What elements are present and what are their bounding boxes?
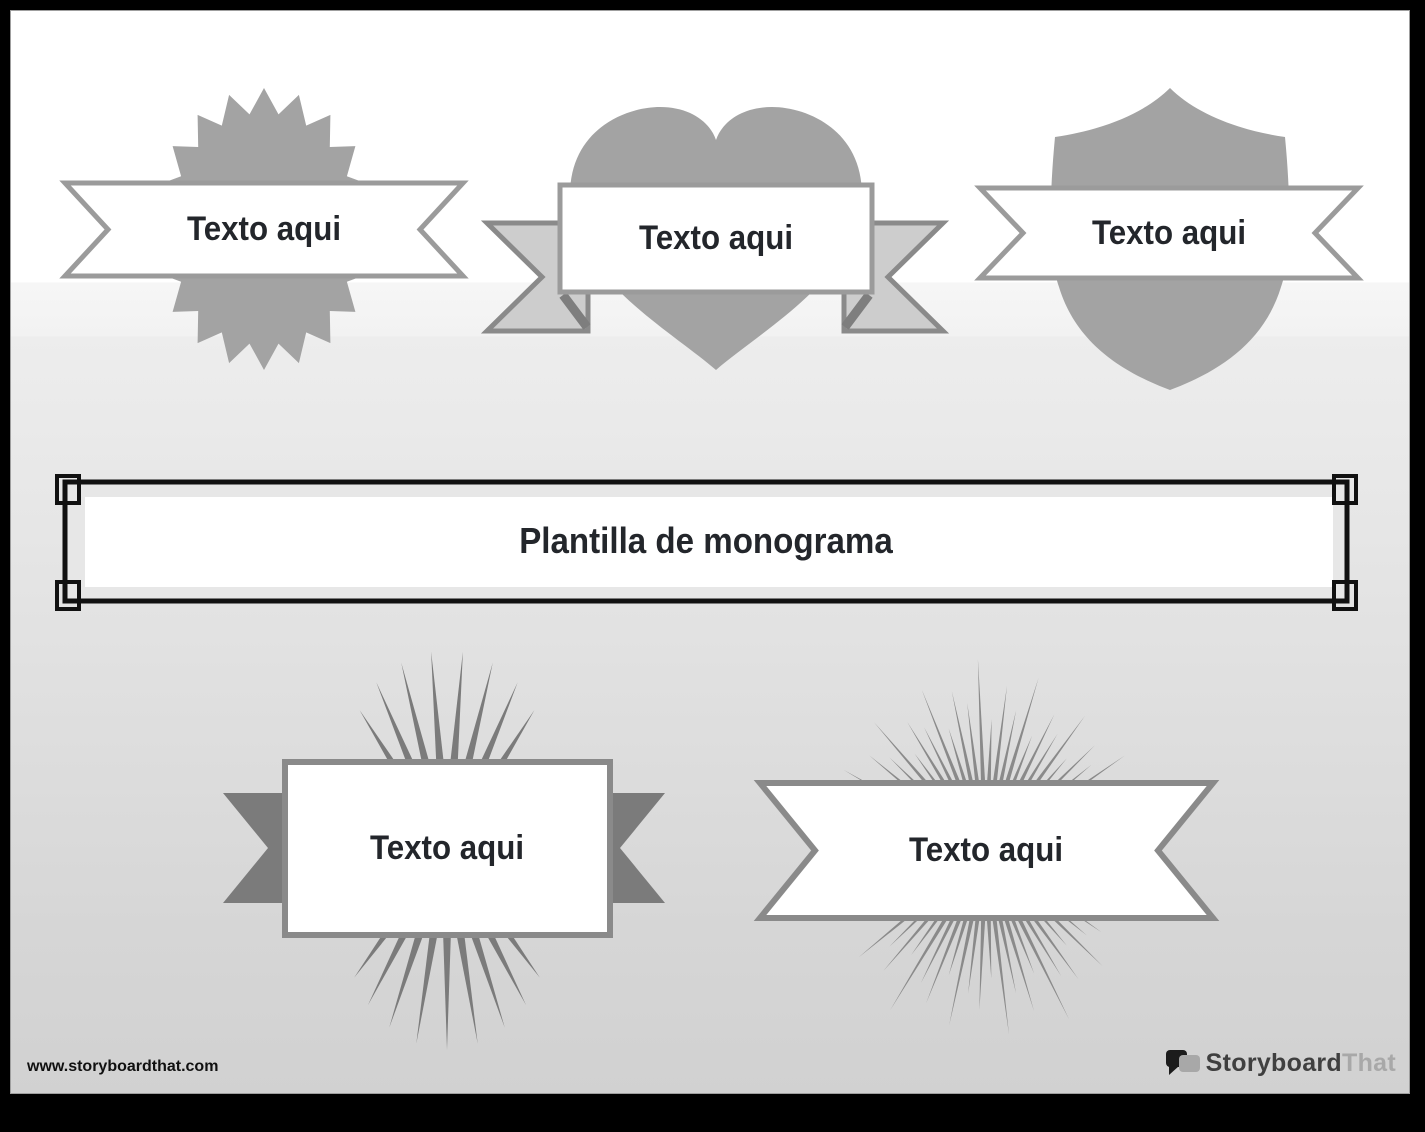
title-frame-corner-tr [1332, 474, 1358, 505]
seal-banner-ribbon [59, 180, 469, 279]
ray [977, 659, 986, 795]
title-banner [55, 474, 1358, 611]
logo-text-storyboard: Storyboard [1205, 1048, 1343, 1077]
ray [1000, 677, 1039, 798]
heart-badge [480, 107, 950, 370]
spiked-badge [223, 651, 665, 1050]
burst-banner-label: Texto aqui [908, 831, 1064, 869]
spike [416, 920, 440, 1044]
heart-banner-label: Texto aqui [638, 219, 794, 257]
spike [431, 651, 446, 779]
seal-banner-label: Texto aqui [186, 210, 342, 248]
ray [968, 909, 981, 994]
ray [951, 691, 977, 796]
ray [949, 908, 977, 1026]
ray [921, 689, 967, 799]
ray [1009, 714, 1055, 802]
ray [1005, 905, 1035, 974]
burst-banner-ribbon [753, 780, 1220, 921]
ray [926, 905, 967, 1003]
ray [995, 908, 1017, 994]
spike [459, 662, 493, 782]
ribbon-fold-right [841, 292, 873, 330]
ray [890, 900, 958, 1011]
shield-badge [974, 88, 1364, 390]
spiked-plaque [282, 759, 613, 938]
seal-badge [59, 88, 469, 370]
title-frame-corner-bl [55, 580, 81, 611]
ray [1009, 902, 1070, 1020]
ray [986, 719, 992, 795]
spike [448, 651, 463, 779]
template-page: Texto aqui Texto aqui Texto aqui Plantil… [10, 10, 1410, 1094]
ray [948, 906, 972, 976]
template-artwork [55, 88, 1364, 1050]
logo-text: StoryboardThat [1206, 1049, 1396, 1078]
spike [454, 920, 478, 1044]
page-title: Plantilla de monograma [519, 520, 893, 561]
heart-banner-plaque [557, 182, 875, 295]
spike [465, 917, 505, 1028]
speech-bubbles-icon [1165, 1050, 1200, 1075]
ray [979, 909, 986, 1010]
ray [991, 909, 1009, 1035]
ribbon-fold-left [559, 292, 591, 330]
ray [1000, 906, 1034, 1011]
shield-banner-label: Texto aqui [1091, 214, 1247, 252]
spike [389, 917, 429, 1028]
ray [967, 703, 981, 795]
ray [995, 710, 1017, 796]
spike [401, 662, 435, 782]
ray [948, 728, 972, 798]
footer-url: www.storyboardthat.com [27, 1058, 219, 1075]
ray [920, 902, 963, 984]
storyboardthat-logo: StoryboardThat [1165, 1048, 1396, 1078]
spike [442, 921, 452, 1050]
ray [991, 685, 1007, 795]
logo-text-that: That [1342, 1048, 1396, 1077]
spiked-plaque-label: Texto aqui [369, 829, 525, 867]
title-frame-inner [85, 497, 1333, 587]
title-frame-corner-tl [55, 474, 81, 505]
shield-banner-ribbon [974, 185, 1364, 281]
burst-badge [753, 659, 1220, 1035]
title-frame-corner-br [1332, 580, 1358, 611]
ray [986, 909, 992, 979]
